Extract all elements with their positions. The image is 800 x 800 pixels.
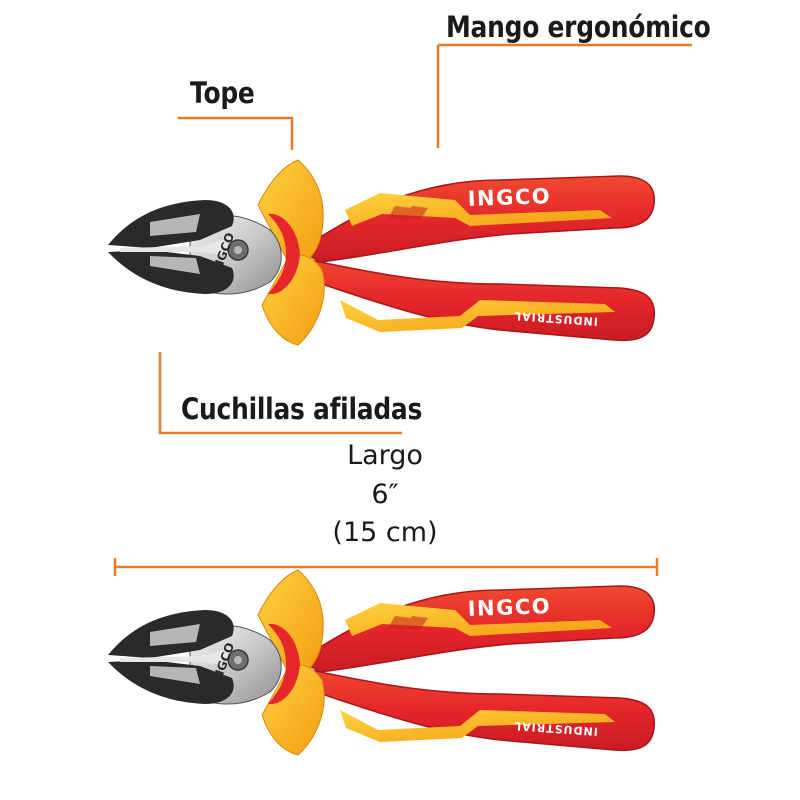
callout-lines	[158, 43, 692, 435]
series-marking-bottom: INDUSTRIAL	[513, 719, 599, 738]
dimension-line	[113, 558, 659, 576]
brand-logo-top: INGCO	[467, 184, 551, 211]
stop-callout-label: Tope	[190, 76, 255, 110]
pliers-bottom: INGCO INDUSTRIAL INGCO	[107, 569, 656, 756]
brand-logo-bottom: INGCO	[467, 594, 551, 621]
pliers-top: INGCO INDUSTRIAL INGCO	[107, 159, 656, 346]
handle-callout-label: Mango ergonómico	[446, 10, 711, 44]
dimension-title: Largo	[347, 440, 423, 471]
dimension-inches: 6″	[371, 479, 399, 510]
dimension-cm: (15 cm)	[332, 517, 438, 548]
stop-callout-line	[178, 116, 294, 150]
blades-callout-label: Cuchillas afiladas	[181, 392, 423, 426]
series-marking-top: INDUSTRIAL	[513, 309, 599, 328]
blades-callout-line	[158, 352, 402, 435]
